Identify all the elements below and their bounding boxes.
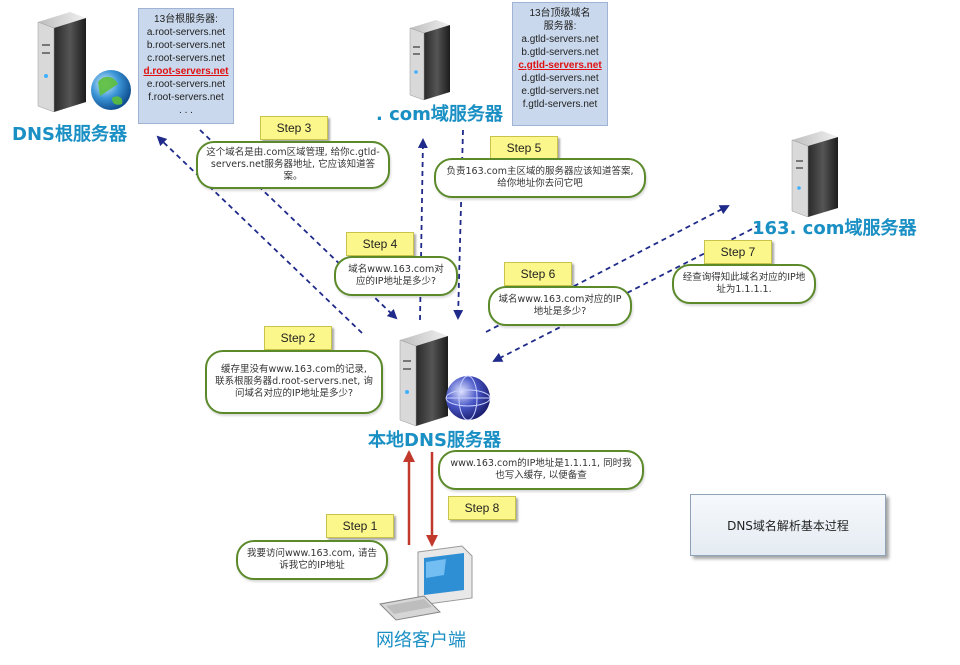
gtld-server-list: 13台顶级域名 服务器: a.gtld-servers.net b.gtld-s…: [512, 2, 608, 126]
root-list-title: 13台根服务器:: [154, 14, 218, 25]
root-list-item-d: d.root-servers.net: [143, 66, 229, 77]
root-list-item-e: e.root-servers.net: [146, 79, 226, 90]
com-server-icon: [409, 20, 450, 101]
s163-server-label: 163. com域服务器: [752, 218, 917, 239]
bubble-step8: www.163.com的IP地址是1.1.1.1, 同时我也写入缓存, 以便备查: [438, 450, 644, 490]
bubble-step4: 域名www.163.com对应的IP地址是多少?: [334, 256, 458, 296]
gtld-list-item-e: e.gtld-servers.net: [521, 86, 599, 97]
root-list-item-c: c.root-servers.net: [147, 53, 225, 64]
gtld-list-item-c: c.gtld-servers.net: [518, 60, 602, 71]
root-list-ellipsis: . . .: [179, 105, 193, 116]
local-globe-icon: [445, 375, 491, 421]
root-server-label: DNS根服务器: [12, 124, 127, 145]
bubble-step2: 缓存里没有www.163.com的记录, 联系根服务器d.root-server…: [205, 350, 383, 414]
arrow-step2: [156, 135, 363, 334]
diagram-title: DNS域名解析基本过程: [690, 494, 886, 556]
local-dns-server-icon: [399, 330, 448, 427]
root-server-icon: [37, 12, 86, 113]
s163-server-icon: [791, 131, 838, 218]
com-server-label: . com域服务器: [376, 104, 503, 125]
client-computer-icon: [378, 545, 473, 621]
step-3-label: Step 3: [260, 116, 328, 140]
step-6-label: Step 6: [504, 262, 572, 286]
local-dns-label: 本地DNS服务器: [368, 430, 501, 451]
bubble-step5: 负责163.com主区域的服务器应该知道答案, 给你地址你去问它吧: [434, 158, 646, 198]
step-7-label: Step 7: [704, 240, 772, 264]
bubble-step6: 域名www.163.com对应的IP地址是多少?: [488, 286, 632, 326]
root-list-item-b: b.root-servers.net: [146, 40, 226, 51]
globe-icon: [91, 70, 131, 110]
step-1-label: Step 1: [326, 514, 394, 538]
bubble-step7: 经查询得知此域名对应的IP地址为1.1.1.1.: [672, 264, 816, 304]
gtld-list-item-d: d.gtld-servers.net: [521, 73, 599, 84]
step-2-label: Step 2: [264, 326, 332, 350]
bubble-step3: 这个域名是由.com区域管理, 给你c.gtld-servers.net服务器地…: [196, 141, 390, 189]
gtld-list-title-1: 13台顶级域名: [529, 8, 591, 19]
step-8-label: Step 8: [448, 496, 516, 520]
gtld-list-item-b: b.gtld-servers.net: [521, 47, 599, 58]
gtld-list-item-f: f.gtld-servers.net: [522, 99, 598, 110]
root-server-list: 13台根服务器: a.root-servers.net b.root-serve…: [138, 8, 234, 124]
root-list-item-a: a.root-servers.net: [146, 27, 226, 38]
bubble-step1: 我要访问www.163.com, 请告诉我它的IP地址: [236, 540, 388, 580]
gtld-list-title-2: 服务器:: [543, 21, 577, 32]
step-5-label: Step 5: [490, 136, 558, 160]
gtld-list-item-a: a.gtld-servers.net: [521, 34, 599, 45]
client-label: 网络客户端: [376, 630, 466, 651]
root-list-item-f: f.root-servers.net: [148, 92, 224, 103]
step-4-label: Step 4: [346, 232, 414, 256]
